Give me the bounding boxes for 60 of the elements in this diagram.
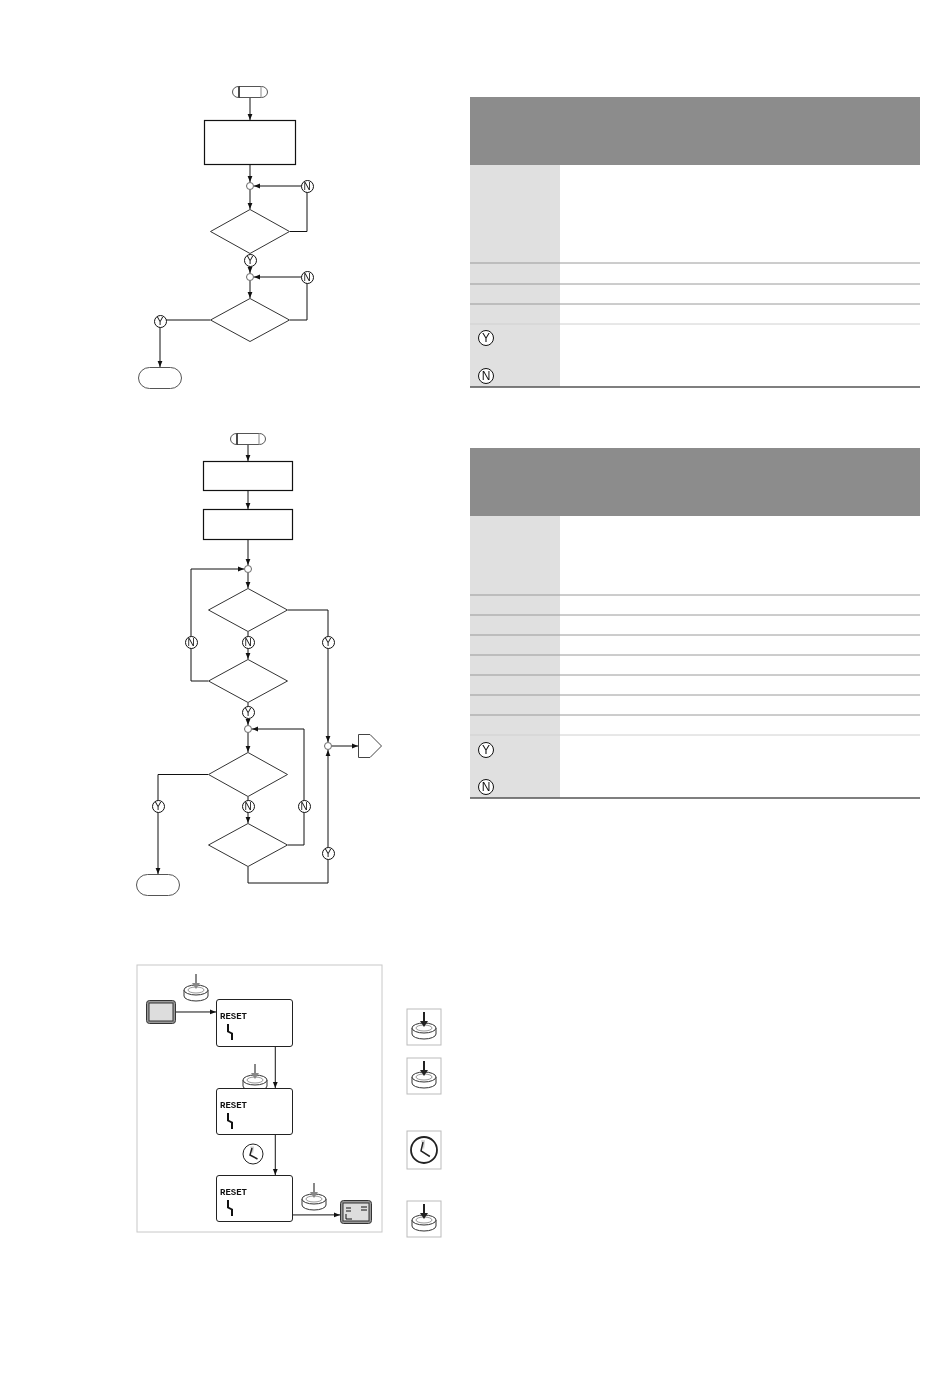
decision-diamond bbox=[210, 298, 290, 342]
terminal-shape bbox=[138, 367, 182, 389]
arrow bbox=[272, 1046, 278, 1089]
edge-label: Y bbox=[241, 705, 255, 719]
edge-label: N bbox=[300, 179, 314, 193]
arrow bbox=[245, 539, 251, 566]
edge-label: N bbox=[300, 270, 314, 284]
arrow bbox=[245, 572, 251, 589]
decision-diamond bbox=[210, 209, 290, 254]
display-text: RESET bbox=[220, 1012, 247, 1022]
arrow bbox=[157, 319, 211, 368]
terminal-shape bbox=[136, 874, 180, 896]
arrow bbox=[155, 774, 209, 875]
arrow bbox=[251, 726, 305, 846]
terminal-shape bbox=[230, 433, 266, 445]
junction-circle bbox=[324, 742, 332, 750]
arrow bbox=[272, 1134, 278, 1176]
arrow bbox=[245, 732, 251, 753]
edge-label: N bbox=[241, 799, 255, 813]
decision-diamond bbox=[208, 823, 288, 867]
display-panel bbox=[216, 1175, 293, 1222]
display-screen bbox=[146, 1000, 176, 1024]
junction-circle bbox=[246, 182, 254, 190]
edge-label: Y bbox=[243, 253, 257, 267]
display-text: RESET bbox=[220, 1188, 247, 1198]
arrow bbox=[253, 183, 308, 232]
junction-circle bbox=[244, 565, 252, 573]
edge-label: N bbox=[184, 635, 198, 649]
arrow bbox=[247, 164, 253, 183]
arrow bbox=[331, 743, 359, 749]
display-text: RESET bbox=[220, 1101, 247, 1111]
edge-label: N bbox=[241, 635, 255, 649]
arrow bbox=[190, 566, 245, 682]
display-panel bbox=[216, 999, 293, 1047]
arrow bbox=[292, 1212, 341, 1218]
edge-label: Y bbox=[151, 799, 165, 813]
edge-label: N bbox=[297, 799, 311, 813]
terminal-shape bbox=[232, 86, 268, 98]
junction-circle bbox=[246, 273, 254, 281]
arrow bbox=[245, 444, 251, 462]
edge-label: Y bbox=[321, 635, 335, 649]
decision-diamond bbox=[208, 588, 288, 632]
arrow bbox=[253, 274, 308, 321]
process-box bbox=[203, 509, 293, 540]
arrow bbox=[175, 1009, 217, 1015]
arrow bbox=[247, 280, 253, 299]
arrow bbox=[287, 609, 331, 743]
edge-label: Y bbox=[321, 846, 335, 860]
arrow bbox=[245, 490, 251, 510]
off-page-connector bbox=[358, 734, 382, 758]
junction-circle bbox=[244, 725, 252, 733]
process-box bbox=[204, 120, 296, 165]
arrow bbox=[247, 97, 253, 121]
decision-diamond bbox=[208, 659, 288, 703]
arrow bbox=[247, 189, 253, 210]
decision-diamond bbox=[208, 752, 288, 797]
arrow bbox=[247, 749, 331, 884]
process-box bbox=[203, 461, 293, 491]
edge-label: Y bbox=[153, 314, 167, 328]
display-screen bbox=[340, 1200, 372, 1224]
